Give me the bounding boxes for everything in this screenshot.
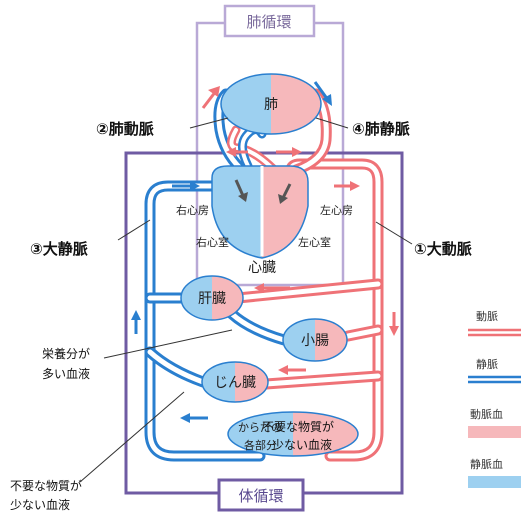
arrow-pulm-left [226,147,248,157]
unnecessary-note-line1: 不要な物質が [10,478,82,493]
arrow-pulm-right [276,147,302,157]
liver: 肝臓 [180,275,244,321]
flow-arrows [131,81,399,423]
nutrient-note-line1: 栄養分が [42,346,90,361]
right-ventricle-label: 右心室 [196,235,229,249]
vena-cava-label: ③大静脈 [30,240,88,258]
arrow-aorta-down [389,312,399,336]
pulmonary-circuit-frame: 肺循環 [195,4,345,287]
body-parts: からだの 各部分 不要な物質が 少ない血液 [227,411,359,457]
kidney: じん臓 [201,361,269,403]
left-ventricle-label: 左心室 [298,235,331,249]
body-parts-label-line2: 各部分 [244,438,277,452]
heart: 右心房 左心房 右心室 左心室 心臓 [176,165,353,276]
legend-vein-swatch [468,375,521,384]
side-notes: 栄養分が 多い血液 不要な物質が 少ない血液 [10,329,233,512]
legend-venous-blood-swatch [468,476,521,488]
vessel-labels: ②肺動脈 ④肺静脈 ③大静脈 ①大動脈 [30,117,472,258]
systemic-circuit-frame: 体循環 [124,151,404,512]
pulmonary-artery-label: ②肺動脈 [96,120,154,138]
legend-artery-swatch [468,328,521,337]
heart-label: 心臓 [248,260,276,276]
left-atrium-label: 左心房 [320,204,353,217]
arrow-vein-up [131,310,141,334]
body-parts-label-line1: からだの [238,421,282,434]
legend: 動脈 静脈 動脈血 静脈血 [468,309,521,488]
systemic-circuit-label: 体循環 [238,487,283,505]
liver-label: 肝臓 [198,291,226,307]
pulmonary-vein-label: ④肺静脈 [352,120,410,138]
veins [144,125,290,462]
arrow-aorta-out [334,181,360,191]
arrow-vena-cava-in [172,181,200,191]
arrow-to-kidney [278,365,306,375]
body-waste-note-line2: 少ない血液 [272,437,332,452]
aorta-label: ①大動脈 [414,240,472,258]
legend-arterial-blood-swatch [468,426,521,438]
arrow-lung-out [313,81,332,106]
body-waste-note-line1: 不要な物質が [262,419,334,434]
unnecessary-note-line2: 少ない血液 [10,497,70,512]
nutrient-note-line2: 多い血液 [42,366,90,381]
legend-vein-label: 静脈 [476,357,498,371]
arrow-body-to-vein [180,413,208,423]
legend-venous-blood-label: 静脈血 [470,457,503,471]
small-intestine: 小腸 [282,318,348,362]
arrow-to-liver [254,283,290,293]
small-intestine-label: 小腸 [301,333,329,349]
legend-artery-label: 動脈 [476,309,498,323]
right-atrium-label: 右心房 [176,203,209,217]
legend-arterial-blood-label: 動脈血 [470,407,503,421]
kidney-label: じん臓 [214,375,256,391]
lungs: 肺 [220,73,322,135]
arrow-lung-in [201,86,220,109]
lungs-label: 肺 [264,97,278,113]
pulmonary-circuit-label: 肺循環 [246,13,291,31]
